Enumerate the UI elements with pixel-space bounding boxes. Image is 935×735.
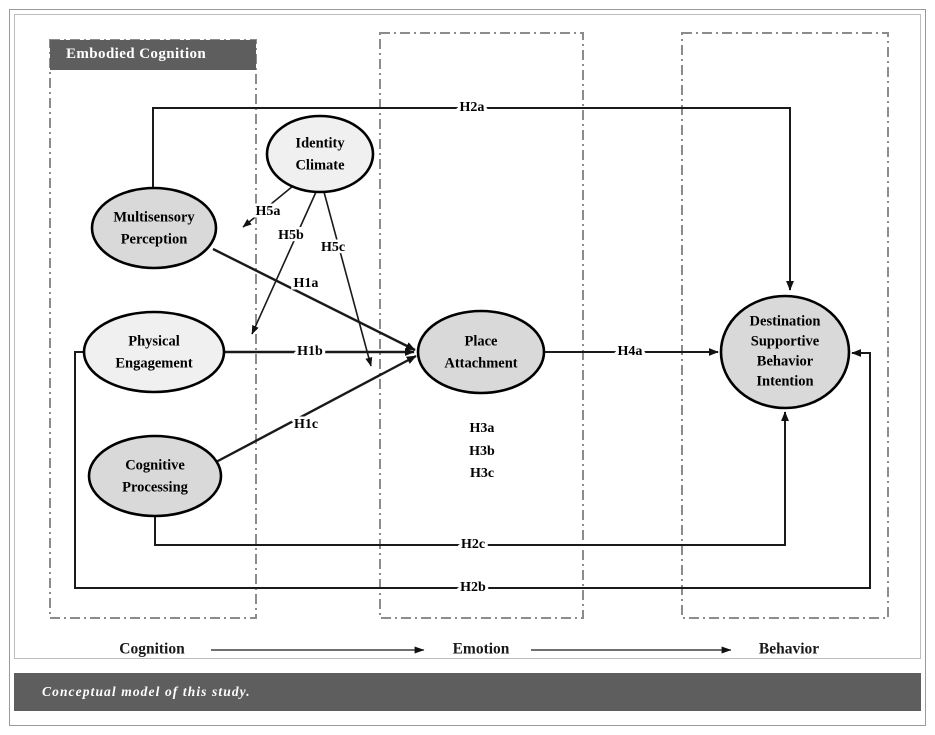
- stage-axis: Cognition Emotion Behavior: [119, 641, 819, 658]
- node-label-dsbi-line-4: Intention: [756, 373, 813, 389]
- node-place-attachment[interactable]: Place Attachment: [416, 309, 546, 395]
- node-identity-climate[interactable]: Identity Climate: [265, 114, 375, 194]
- hypothesis-label-h2c: H2c: [461, 537, 485, 552]
- node-label-identity-climate-line-1: Identity: [295, 135, 345, 151]
- hypothesis-label-h2a: H2a: [460, 100, 485, 115]
- node-label-cognitive-processing-line-2: Processing: [122, 479, 189, 495]
- hypothesis-labels: H2a H5a H5b H5c H1a H1b H1c H3a H3b H3c …: [253, 97, 645, 598]
- hypothesis-label-h1c: H1c: [294, 417, 318, 432]
- node-label-physical-engagement-line-1: Physical: [128, 333, 180, 349]
- node-label-multisensory-perception-line-2: Perception: [121, 231, 188, 247]
- path-h1a: [212, 247, 416, 352]
- stage-label-emotion: Emotion: [453, 641, 510, 658]
- hypothesis-label-h5a: H5a: [256, 204, 281, 219]
- stage-label-behavior: Behavior: [759, 641, 819, 658]
- node-label-place-attachment-line-2: Attachment: [444, 355, 517, 371]
- node-label-physical-engagement-line-2: Engagement: [115, 355, 193, 371]
- node-destination-supportive-behavior-intention[interactable]: Destination Supportive Behavior Intentio…: [719, 294, 851, 410]
- path-h5a: [242, 185, 294, 228]
- path-h2a: [152, 107, 794, 291]
- stage-label-cognition: Cognition: [119, 641, 185, 658]
- node-physical-engagement[interactable]: Physical Engagement: [82, 310, 226, 394]
- path-h5c: [323, 191, 373, 367]
- dash-box-emotion: [379, 32, 584, 619]
- node-label-dsbi-line-1: Destination: [750, 313, 821, 329]
- node-label-identity-climate-line-2: Climate: [295, 157, 345, 173]
- figure-caption-text: Conceptual model of this study.: [42, 684, 251, 699]
- node-cognitive-processing[interactable]: Cognitive Processing: [87, 434, 223, 518]
- hypothesis-label-h2b: H2b: [460, 580, 486, 595]
- hypothesis-label-h3a: H3a: [470, 421, 495, 436]
- node-label-place-attachment-line-1: Place: [464, 333, 498, 349]
- path-h2c: [154, 411, 789, 546]
- dash-box-behavior: [681, 32, 889, 619]
- node-multisensory-perception[interactable]: Multisensory Perception: [90, 186, 218, 270]
- group-header-embodied-cognition: Embodied Cognition: [50, 40, 256, 70]
- hypothesis-label-h1a: H1a: [294, 276, 319, 291]
- node-label-dsbi-line-2: Supportive: [751, 333, 820, 349]
- hypothesis-label-h5c: H5c: [321, 240, 345, 255]
- node-label-cognitive-processing-line-1: Cognitive: [125, 457, 185, 473]
- hypothesis-label-h4a: H4a: [618, 344, 643, 359]
- hypothesis-label-h1b: H1b: [297, 344, 323, 359]
- figure-caption-bar: Conceptual model of this study.: [14, 673, 921, 711]
- hypothesis-label-h3c: H3c: [470, 466, 494, 481]
- node-label-multisensory-perception-line-1: Multisensory: [113, 209, 195, 225]
- path-h5b: [251, 191, 317, 335]
- path-h2b: [74, 349, 871, 589]
- path-h1c: [215, 354, 417, 464]
- hypothesis-label-h5b: H5b: [278, 228, 304, 243]
- hypothesis-label-h3b: H3b: [469, 444, 495, 459]
- node-label-dsbi-line-3: Behavior: [757, 353, 814, 369]
